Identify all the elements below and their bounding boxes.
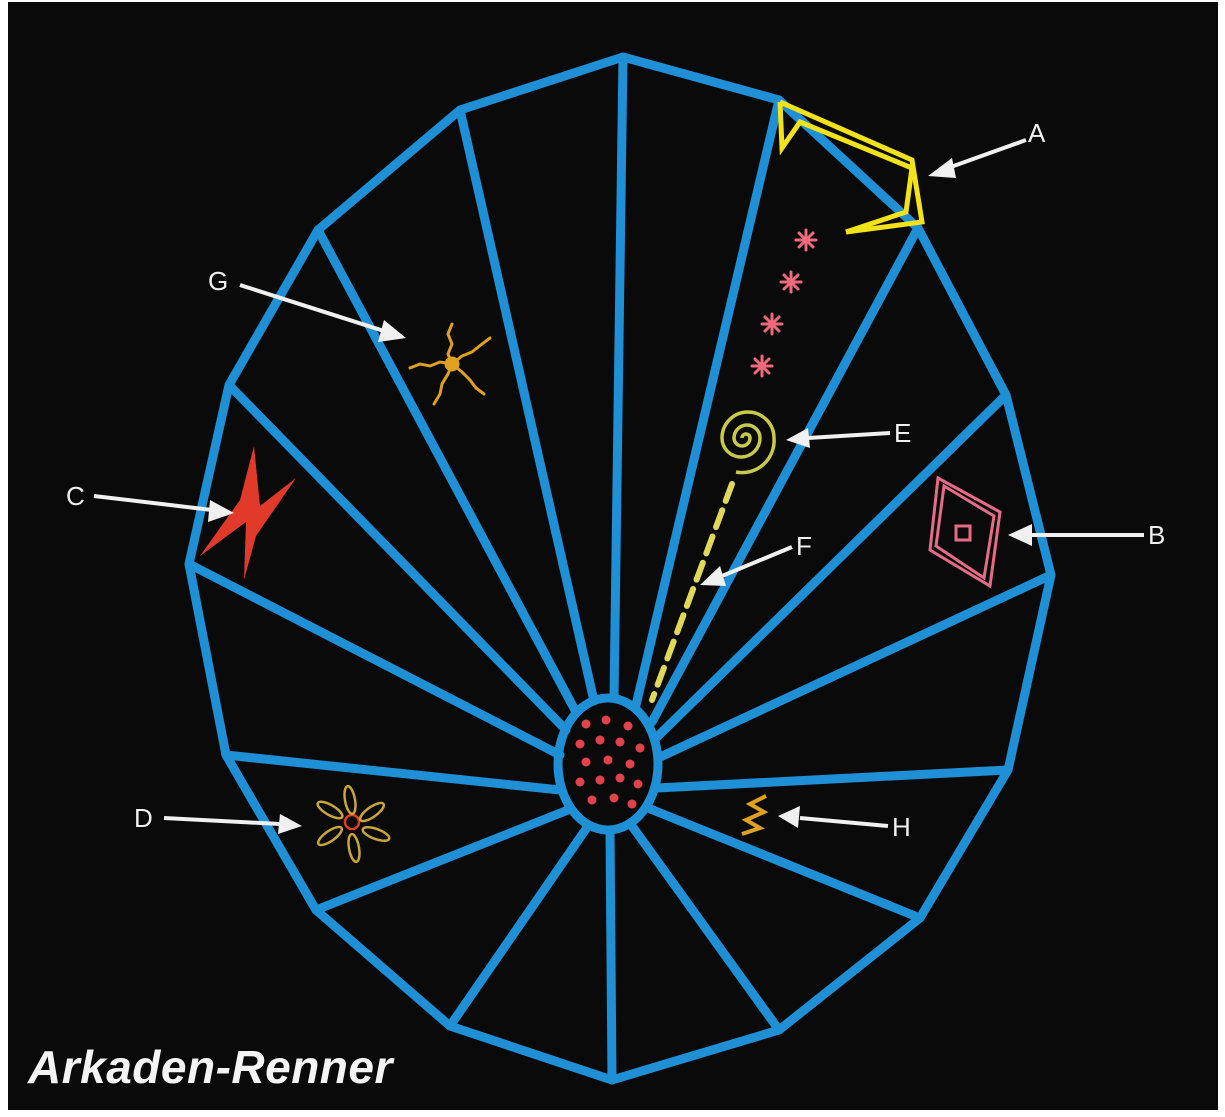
- star-icon: [410, 324, 490, 404]
- web-spoke: [657, 770, 1008, 788]
- web-spoke: [189, 564, 560, 755]
- label-g: G: [208, 266, 228, 296]
- web-spoke: [229, 385, 566, 730]
- web-spoke: [610, 830, 612, 1080]
- shot-stars: [752, 230, 816, 376]
- hub-dots: [576, 716, 645, 809]
- web-spoke: [656, 395, 1006, 738]
- tanker-icon: [930, 478, 1000, 586]
- label-b: B: [1148, 520, 1165, 550]
- label-f: F: [796, 531, 812, 561]
- label-c: C: [66, 481, 85, 511]
- label-a: A: [1028, 118, 1046, 148]
- fuseball-icon: [315, 785, 390, 862]
- zigzag-icon: [742, 796, 766, 834]
- game-title-caption: Arkaden-Renner: [28, 1040, 393, 1094]
- web-spoke: [450, 826, 588, 1026]
- label-h: H: [892, 812, 911, 842]
- label-d: D: [134, 803, 153, 833]
- label-e: E: [894, 418, 911, 448]
- spiral-icon: [722, 412, 774, 473]
- web-spoke: [614, 57, 623, 698]
- web-spoke: [226, 755, 560, 790]
